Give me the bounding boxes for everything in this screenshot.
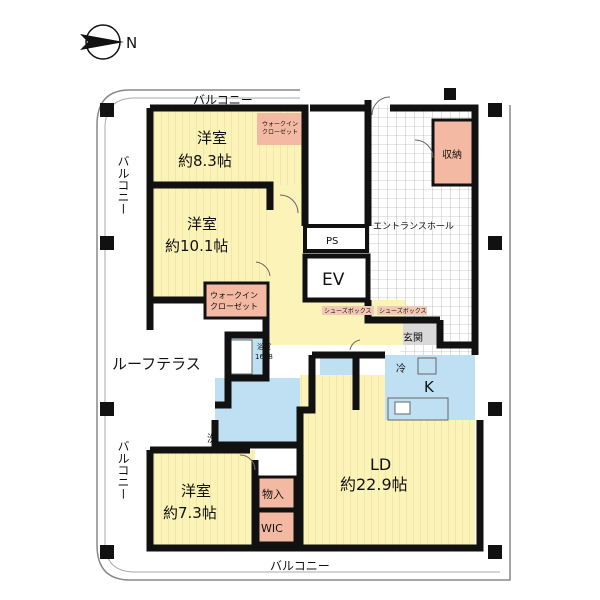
genkan-label: 玄関 — [403, 331, 423, 344]
elevator — [302, 253, 371, 303]
entrance-hall-label: エントランスホール — [373, 221, 454, 232]
wic1-label-2: クローゼット — [262, 128, 298, 136]
balcony-outline — [96, 89, 511, 581]
shoebox-2 — [377, 306, 427, 315]
bathtub-icon — [229, 339, 253, 375]
walls — [146, 100, 484, 552]
room1-size: 約8.3帖 — [178, 152, 232, 170]
balcony-top-label: バルコニー — [193, 93, 253, 107]
stove-icon — [417, 357, 437, 375]
columns — [100, 88, 502, 559]
wic-label: WIC — [261, 522, 283, 535]
balcony-bottom-label: バルコニー — [270, 559, 330, 573]
room-western-2 — [150, 185, 270, 300]
fridge-label: 冷 — [396, 362, 406, 375]
storage-room — [431, 118, 477, 187]
shoebox-2-label: シューズボックス — [379, 307, 427, 315]
ps-label: PS — [326, 236, 338, 247]
wic1-label-1: ウォークイン — [262, 120, 298, 128]
bath-size: 1618 — [255, 353, 273, 361]
balcony-left-bottom-label: バルコニー — [116, 440, 130, 500]
bath-name: 浴室 — [257, 342, 271, 351]
wic2-label-2: クローゼット — [210, 301, 258, 311]
room1-name: 洋室 — [197, 129, 227, 147]
north-arrow-icon — [80, 24, 124, 60]
wash-label: 洗 — [207, 433, 217, 445]
wic2-label-1: ウォークイン — [210, 291, 258, 300]
compass-label: N — [126, 34, 137, 52]
walk-in-closet-2 — [203, 281, 270, 320]
balcony-inner-outline — [104, 97, 500, 573]
room3-size: 約7.3帖 — [163, 504, 217, 522]
pipe-space — [303, 224, 369, 253]
room-western-3 — [150, 450, 255, 545]
hallway — [270, 185, 305, 345]
walk-in-closet-1 — [257, 113, 305, 145]
genkan-area — [403, 320, 440, 345]
room2-size: 約10.1帖 — [165, 237, 228, 255]
ev-label: EV — [322, 270, 345, 290]
kitchen-label: K — [424, 378, 435, 396]
ld-name: LD — [370, 455, 391, 474]
shoebox-1 — [322, 306, 374, 315]
room2-name: 洋室 — [187, 215, 217, 233]
roof-terrace-label: ルーフテラス — [112, 355, 201, 373]
sink-icon — [394, 401, 411, 415]
storage-label: 収納 — [442, 148, 462, 161]
ld-size: 約22.9帖 — [340, 475, 408, 494]
balcony-left-top-label: バルコニー — [116, 155, 130, 215]
shoebox-1-label: シューズボックス — [324, 307, 372, 315]
door-swings — [239, 96, 434, 471]
closet-label: 物入 — [262, 487, 284, 501]
room3-name: 洋室 — [181, 482, 211, 500]
